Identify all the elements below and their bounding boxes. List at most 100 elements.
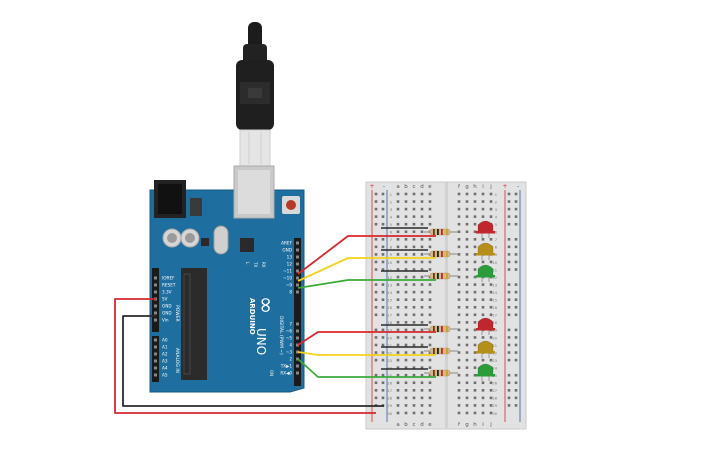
rail-hole[interactable]: [374, 192, 378, 196]
breadboard-hole[interactable]: [412, 215, 416, 218]
breadboard-hole[interactable]: [489, 389, 493, 392]
breadboard-hole[interactable]: [428, 389, 432, 392]
breadboard-hole[interactable]: [396, 215, 400, 218]
digital-pin[interactable]: [296, 343, 299, 347]
rail-hole[interactable]: [381, 389, 385, 392]
breadboard-hole[interactable]: [404, 200, 408, 203]
resistor[interactable]: [429, 228, 451, 236]
breadboard-hole[interactable]: [465, 207, 469, 211]
rail-hole[interactable]: [514, 215, 518, 218]
rail-hole[interactable]: [514, 222, 518, 226]
rail-hole[interactable]: [514, 268, 518, 271]
breadboard-hole[interactable]: [396, 283, 400, 286]
breadboard-hole[interactable]: [404, 253, 408, 256]
breadboard-hole[interactable]: [412, 245, 416, 249]
breadboard-hole[interactable]: [489, 238, 493, 241]
power-pin[interactable]: [154, 283, 157, 287]
breadboard-hole[interactable]: [396, 328, 400, 332]
resistor-group[interactable]: [424, 228, 458, 377]
breadboard-hole[interactable]: [412, 290, 416, 294]
rail-hole[interactable]: [507, 253, 511, 256]
breadboard-hole[interactable]: [457, 207, 461, 211]
digital-pin[interactable]: [296, 322, 299, 326]
breadboard-hole[interactable]: [428, 268, 432, 271]
breadboard-hole[interactable]: [404, 321, 408, 324]
breadboard-hole[interactable]: [412, 268, 416, 271]
rail-hole[interactable]: [507, 381, 511, 385]
resistor[interactable]: [429, 369, 451, 377]
rail-hole[interactable]: [374, 222, 378, 226]
led[interactable]: [477, 220, 494, 233]
breadboard-hole[interactable]: [481, 313, 485, 317]
rail-hole[interactable]: [381, 290, 385, 294]
breadboard-hole[interactable]: [396, 260, 400, 264]
rail-hole[interactable]: [507, 200, 511, 203]
breadboard-hole[interactable]: [481, 260, 485, 264]
breadboard-hole[interactable]: [457, 215, 461, 218]
rail-hole[interactable]: [374, 207, 378, 211]
breadboard-hole[interactable]: [428, 290, 432, 294]
ground-jumpers[interactable]: [381, 227, 428, 370]
breadboard-hole[interactable]: [465, 336, 469, 339]
breadboard-hole[interactable]: [489, 260, 493, 264]
rail-hole[interactable]: [374, 396, 378, 400]
breadboard-hole[interactable]: [465, 200, 469, 203]
rail-hole[interactable]: [514, 290, 518, 294]
digital-pin[interactable]: [296, 329, 299, 333]
breadboard-hole[interactable]: [457, 328, 461, 332]
digital-pin[interactable]: [296, 357, 299, 361]
breadboard-hole[interactable]: [412, 238, 416, 241]
breadboard-hole[interactable]: [420, 260, 424, 264]
rail-hole[interactable]: [381, 283, 385, 286]
breadboard-hole[interactable]: [465, 238, 469, 241]
breadboard-hole[interactable]: [396, 275, 400, 279]
led[interactable]: [477, 340, 494, 353]
breadboard-hole[interactable]: [465, 230, 469, 234]
breadboard-hole[interactable]: [412, 275, 416, 279]
breadboard-hole[interactable]: [465, 389, 469, 392]
breadboard-hole[interactable]: [404, 336, 408, 339]
rail-hole[interactable]: [514, 313, 518, 317]
wire-group[interactable]: [114, 235, 436, 414]
breadboard-hole[interactable]: [473, 404, 477, 407]
breadboard-hole[interactable]: [473, 192, 477, 196]
rail-hole[interactable]: [507, 298, 511, 301]
rail-hole[interactable]: [507, 343, 511, 347]
breadboard-hole[interactable]: [404, 283, 408, 286]
breadboard-hole[interactable]: [396, 366, 400, 369]
rail-hole[interactable]: [507, 396, 511, 400]
breadboard-hole[interactable]: [412, 373, 416, 377]
breadboard-hole[interactable]: [457, 396, 461, 400]
breadboard-hole[interactable]: [420, 381, 424, 385]
rail-hole[interactable]: [374, 200, 378, 203]
breadboard-hole[interactable]: [465, 290, 469, 294]
breadboard-hole[interactable]: [457, 389, 461, 392]
rail-hole[interactable]: [374, 245, 378, 249]
analog-pin[interactable]: [154, 366, 157, 370]
breadboard-hole[interactable]: [428, 200, 432, 203]
breadboard-hole[interactable]: [396, 268, 400, 271]
breadboard-hole[interactable]: [481, 358, 485, 362]
rail-hole[interactable]: [381, 396, 385, 400]
breadboard-hole[interactable]: [396, 238, 400, 241]
breadboard-hole[interactable]: [481, 404, 485, 407]
led-group[interactable]: [476, 220, 495, 381]
breadboard-hole[interactable]: [412, 313, 416, 317]
rail-hole[interactable]: [374, 290, 378, 294]
rail-hole[interactable]: [374, 268, 378, 271]
rail-hole[interactable]: [374, 298, 378, 301]
breadboard-hole[interactable]: [481, 381, 485, 385]
breadboard-hole[interactable]: [473, 321, 477, 324]
breadboard-hole[interactable]: [420, 373, 424, 377]
breadboard-hole[interactable]: [465, 321, 469, 324]
arduino-uno-board[interactable]: ∞ ARDUINO UNO L TX RX ON DIGITAL (PWM ~)…: [149, 165, 305, 393]
breadboard-hole[interactable]: [404, 260, 408, 264]
breadboard-hole[interactable]: [420, 321, 424, 324]
breadboard-hole[interactable]: [404, 381, 408, 385]
led[interactable]: [477, 242, 494, 255]
breadboard-hole[interactable]: [420, 268, 424, 271]
breadboard-hole[interactable]: [396, 336, 400, 339]
breadboard-hole[interactable]: [457, 230, 461, 234]
